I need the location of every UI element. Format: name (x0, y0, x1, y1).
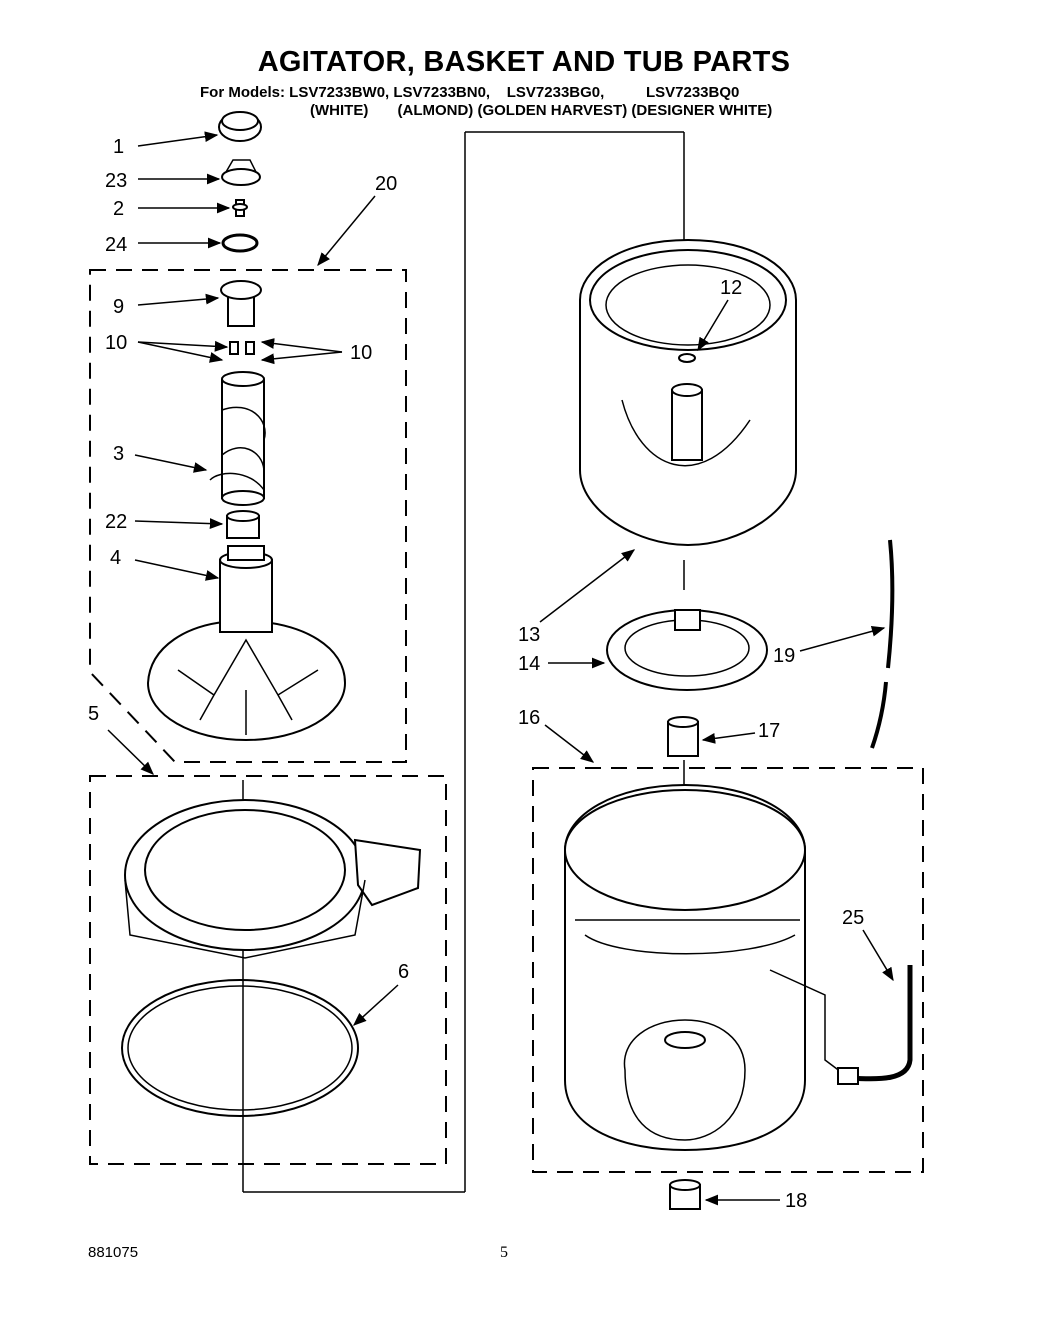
callout-3: 3 (113, 443, 124, 465)
basket-drive-plate (606, 609, 768, 691)
tub-group-box (532, 767, 924, 1173)
agitator-coupling (226, 510, 260, 539)
callout-1: 1 (113, 136, 124, 158)
callout-19: 19 (773, 645, 795, 667)
callout-25: 25 (842, 907, 864, 929)
callout-12: 12 (720, 277, 742, 299)
callout-13: 13 (518, 624, 540, 646)
agitator-dogs (229, 341, 255, 355)
page-number: 5 (500, 1244, 508, 1261)
basket-drive-ring (124, 799, 422, 959)
callout-10-right: 10 (350, 342, 372, 364)
colors-line: (WHITE) (ALMOND) (GOLDEN HARVEST) (DESIG… (310, 102, 773, 119)
callout-leaders (107, 131, 894, 1206)
callout-6: 6 (398, 961, 409, 983)
callout-18: 18 (785, 1190, 807, 1212)
tub-drain-hose (837, 965, 913, 1085)
callout-14: 14 (518, 653, 540, 675)
diagram-code: 881075 (88, 1244, 139, 1261)
hose (870, 539, 895, 749)
spanner-nut (667, 716, 699, 757)
agitator-cap (218, 111, 262, 142)
agitator-cam (220, 280, 262, 327)
basket-drive-group-box (89, 775, 447, 1165)
page-title: AGITATOR, BASKET AND TUB PARTS (257, 46, 791, 78)
callout-22: 22 (105, 511, 127, 533)
callout-2: 2 (113, 198, 124, 220)
callout-9: 9 (113, 296, 124, 318)
o-ring (221, 233, 259, 253)
spin-basket (579, 238, 797, 547)
callout-17: 17 (758, 720, 780, 742)
callout-10-left: 10 (105, 332, 127, 354)
callout-16: 16 (518, 707, 540, 729)
cap-seal (221, 159, 261, 186)
agitator-bolt (232, 199, 248, 217)
tub-seal (669, 1179, 701, 1210)
callout-numbers: 1 23 2 24 20 9 10 10 3 22 4 5 6 12 13 14… (88, 136, 864, 1212)
agitator-assembly-group-box (89, 269, 407, 763)
callout-23: 23 (105, 170, 127, 192)
agitator-base (146, 545, 347, 742)
retaining-ring (121, 979, 359, 1117)
callout-5: 5 (88, 703, 99, 725)
callout-20: 20 (375, 173, 397, 195)
agitator-auger (209, 371, 266, 506)
outer-tub (564, 783, 846, 1152)
callout-4: 4 (110, 547, 121, 569)
models-line: For Models: LSV7233BW0, LSV7233BN0, LSV7… (200, 84, 740, 101)
callout-24: 24 (105, 234, 127, 256)
